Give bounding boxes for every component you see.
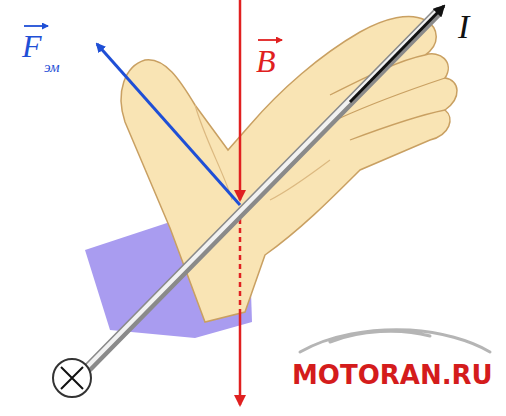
force-subscript: эм	[44, 60, 60, 75]
cross-mark	[61, 367, 83, 389]
vector-sign	[258, 39, 282, 41]
conductor-highlight	[88, 12, 436, 366]
b-field-arrow-lower	[239, 312, 242, 405]
watermark: MOTORAN.RU	[292, 362, 493, 388]
b-field-dashed	[239, 210, 242, 312]
field-symbol: B	[256, 45, 276, 77]
b-field-arrow	[239, 0, 242, 200]
vector-sign	[24, 25, 48, 27]
current-arrow	[350, 6, 444, 102]
force-symbol: F	[22, 30, 42, 62]
watermark-car	[300, 330, 490, 352]
current-symbol: I	[458, 10, 469, 44]
force-arrow	[97, 44, 240, 205]
current-direction-symbol	[53, 359, 91, 397]
